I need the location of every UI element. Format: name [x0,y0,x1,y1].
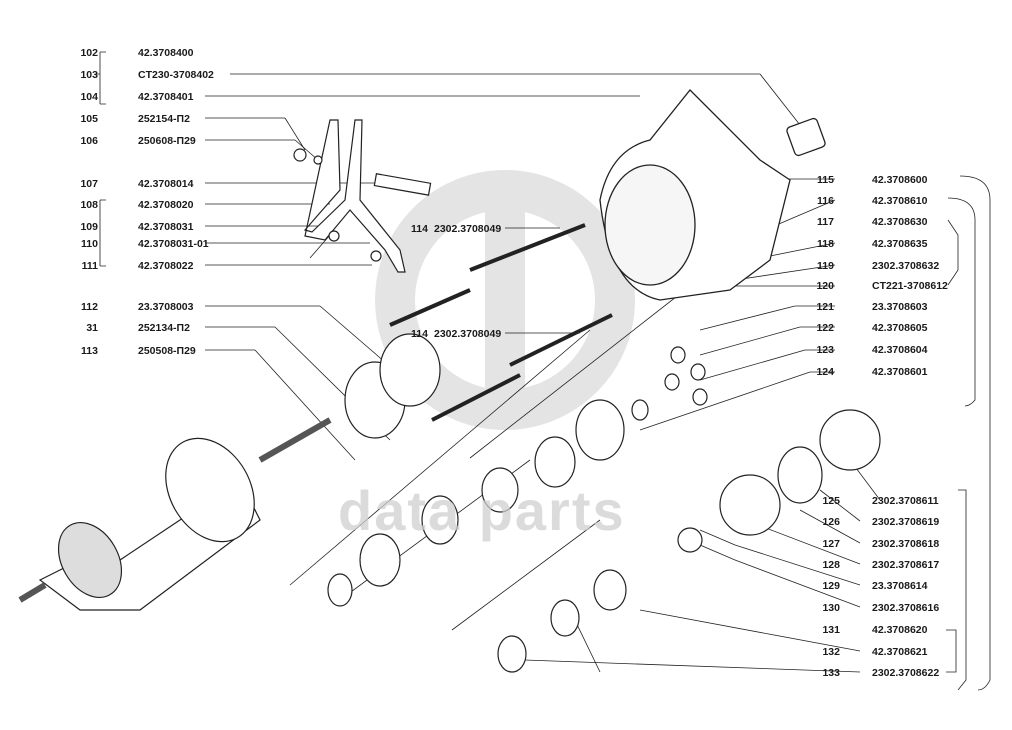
part-code: 23.3708603 [872,301,928,313]
label-number: 109 [80,221,98,233]
label-number: 104 [80,91,98,103]
part-code: CT230-3708402 [138,69,214,81]
label-number: 133 [822,667,840,679]
part-code: 42.3708630 [872,216,928,228]
watermark-text: data parts [338,479,626,542]
part-code: 42.3708020 [138,199,194,211]
label-number: 126 [822,516,840,528]
part-code: 2302.3708049 [434,328,502,340]
part-code: 42.3708601 [872,366,928,378]
part-code: 2302.3708616 [872,602,940,614]
part-code: 42.3708400 [138,47,194,59]
part-code: 42.3708600 [872,174,928,186]
label-number: 108 [80,199,98,211]
label-number: 127 [822,538,840,550]
part-code: 23.3708003 [138,301,194,313]
part-code: 42.3708031 [138,221,194,233]
label-number: 120 [816,280,834,292]
label-number: 116 [817,195,834,207]
label-number: 132 [822,646,840,658]
label-number: 110 [81,238,98,250]
label-number: 129 [822,580,840,592]
label-number: 118 [817,238,834,250]
leader-lines [96,51,801,461]
armature [18,417,332,611]
part-code: 2302.3708617 [872,559,940,571]
part-code: 42.3708621 [872,646,928,658]
part-code: 42.3708635 [872,238,928,250]
label-number: 103 [80,69,98,81]
label-number: 124 [816,366,834,378]
part-code: 42.3708604 [872,344,928,356]
label-number: 112 [81,301,98,313]
part-code: 42.3708605 [872,322,928,334]
part-code: 2302.3708611 [872,495,939,507]
part-code: 2302.3708049 [434,223,502,235]
part-code: 42.3708620 [872,624,928,636]
shift-lever [293,119,432,273]
label-number: 107 [80,178,98,190]
label-number: 105 [80,113,98,125]
label-number: 128 [822,559,840,571]
label-number: 106 [80,135,98,147]
label-number: 119 [817,260,834,272]
label-number: 31 [86,322,98,334]
part-code: 42.3708401 [138,91,194,103]
housing [599,89,826,301]
part-code: 2302.3708619 [872,516,940,528]
part-code: 2302.3708622 [872,667,940,679]
part-code: 23.3708614 [872,580,928,592]
label-number: 122 [816,322,834,334]
label-number: 115 [817,174,834,186]
part-code: 252154-П2 [138,113,190,125]
part-code: 2302.3708618 [872,538,940,550]
label-number: 131 [822,624,840,636]
part-code: 2302.3708632 [872,260,940,272]
label-number: 121 [816,301,834,313]
label-number: 113 [81,345,98,357]
label-number: 102 [80,47,98,59]
part-code: 42.3708014 [138,178,194,190]
label-number: 114 [411,328,428,340]
part-code: CT221-3708612 [872,280,948,292]
part-code: 252134-П2 [138,322,190,334]
part-code: 250508-П29 [138,345,196,357]
label-number: 125 [822,495,840,507]
part-code: 250608-П29 [138,135,196,147]
part-code: 42.3708610 [872,195,928,207]
drive-assembly [327,223,881,673]
label-number: 130 [822,602,840,614]
part-code: 42.3708022 [138,260,194,272]
part-code: 42.3708031-01 [138,238,209,250]
label-number: 123 [816,344,834,356]
label-number: 111 [81,260,98,272]
label-number: 114 [411,223,428,235]
label-number: 117 [817,216,834,228]
